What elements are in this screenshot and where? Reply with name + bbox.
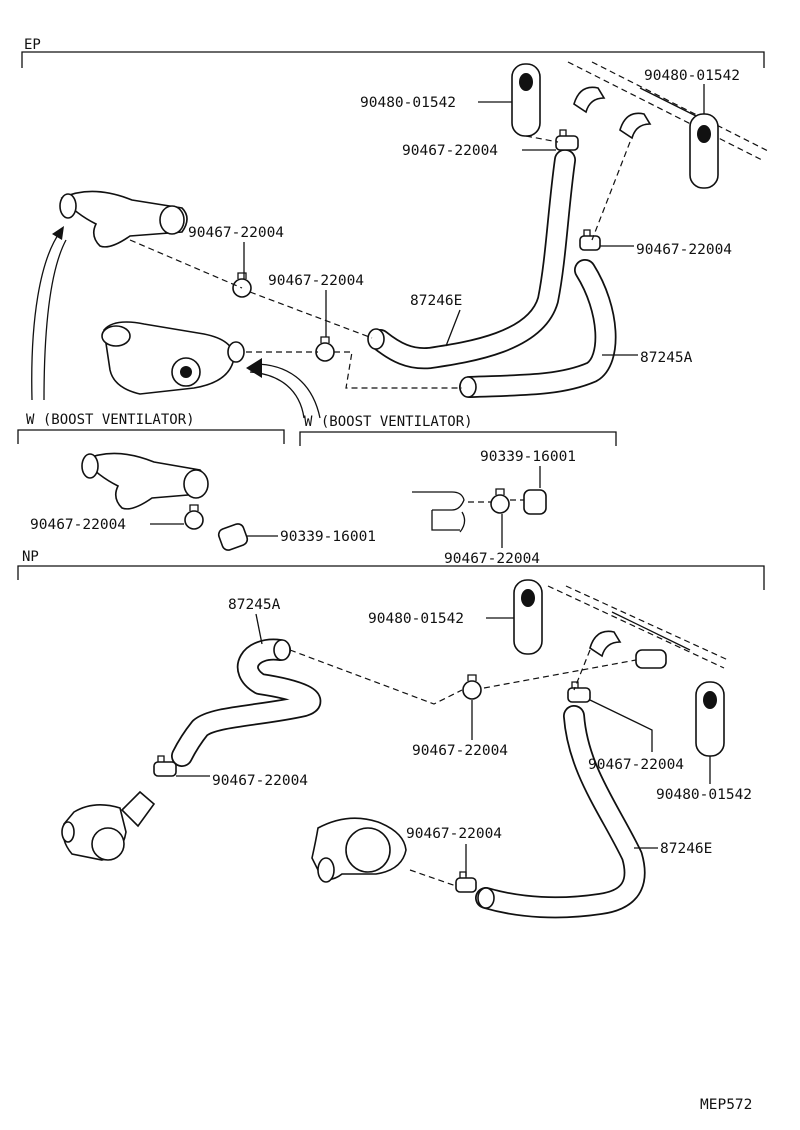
link-line	[591, 141, 631, 241]
link-line	[289, 649, 463, 705]
arrow-line	[253, 363, 321, 419]
section-np: NP	[17, 549, 765, 919]
section-label-ep: EP	[24, 37, 41, 53]
part-label: 90467-22004	[268, 273, 364, 289]
section-bracket-np	[17, 565, 765, 590]
leader-line	[445, 309, 461, 347]
link-line	[573, 649, 591, 691]
part-label: 87245A	[640, 350, 693, 366]
section-boost-left: W (BOOST VENTILATOR) 90467-22004 90339-1…	[17, 412, 376, 551]
part-label: 90467-22004	[412, 743, 508, 759]
part-label: 90467-22004	[188, 225, 284, 241]
elbow-pipe	[589, 630, 622, 658]
pipe-stub	[412, 491, 466, 533]
water-outlet	[81, 452, 209, 510]
figure-code: MEP572	[700, 1097, 752, 1113]
elbow-pipe	[619, 112, 652, 140]
part-label: 90480-01542	[656, 787, 752, 803]
arrow-line	[43, 239, 67, 401]
plug-icon	[217, 523, 249, 551]
grommet-icon	[689, 113, 719, 189]
link-line	[249, 291, 373, 339]
hose-87246e	[475, 705, 646, 919]
section-bracket-boost-right	[299, 431, 617, 446]
water-outlet	[311, 817, 407, 883]
clamp-icon	[462, 674, 482, 700]
link-line	[409, 869, 457, 887]
section-bracket-ep	[21, 51, 765, 68]
hose-87245a	[171, 638, 322, 767]
part-label: 90467-22004	[402, 143, 498, 159]
grommet-icon	[513, 579, 543, 655]
part-label: 90467-22004	[636, 242, 732, 258]
part-label: 90480-01542	[360, 95, 456, 111]
body-line-np-1	[547, 585, 725, 669]
plug-icon	[635, 649, 667, 669]
part-label: 90467-22004	[588, 757, 684, 773]
clamp-icon	[315, 336, 335, 362]
leader-line	[255, 613, 263, 645]
link-line	[525, 135, 559, 143]
body-line-ep-2	[591, 61, 771, 153]
part-label: 87246E	[410, 293, 462, 309]
part-label: 90467-22004	[444, 551, 540, 567]
part-label: 90480-01542	[368, 611, 464, 627]
clamp-icon	[153, 755, 177, 777]
hose-87245a	[459, 259, 617, 398]
section-label-boost-left: W (BOOST VENTILATOR)	[26, 412, 195, 428]
body-line-np-3	[611, 611, 691, 651]
link-line	[334, 351, 462, 389]
section-label-boost-right: W (BOOST VENTILATOR)	[304, 414, 473, 430]
water-inlet-housing	[101, 321, 245, 395]
grommet-icon	[511, 63, 541, 137]
arrow-line	[31, 231, 61, 401]
section-boost-right: W (BOOST VENTILATOR) 90339-16001 90467-2…	[299, 414, 617, 567]
part-label: 90339-16001	[280, 529, 376, 545]
body-line-ep-1	[567, 61, 763, 161]
water-outlet	[59, 190, 188, 248]
body-line-ep-3	[639, 87, 701, 119]
clamp-icon	[579, 229, 601, 251]
part-label: 90467-22004	[212, 773, 308, 789]
hose-87246e	[367, 149, 576, 370]
clamp-icon	[490, 488, 510, 514]
arrow-head	[52, 226, 64, 240]
part-label: 90339-16001	[480, 449, 576, 465]
elbow-pipe	[573, 86, 606, 114]
section-ep: EP	[21, 37, 771, 419]
water-inlet	[61, 790, 156, 861]
part-label: 90480-01542	[644, 68, 740, 84]
section-bracket-boost-left	[17, 429, 285, 444]
leader-line	[589, 699, 653, 752]
part-label: 90467-22004	[406, 826, 502, 842]
part-label: 87245A	[228, 597, 281, 613]
clamp-icon	[184, 504, 204, 530]
clamp-icon	[555, 129, 579, 151]
grommet-icon	[695, 681, 725, 757]
clamp-icon	[567, 681, 591, 703]
arrow-head	[246, 358, 262, 378]
part-label: 90467-22004	[30, 517, 126, 533]
plug-icon	[523, 489, 547, 515]
link-line	[129, 239, 243, 289]
part-label: 87246E	[660, 841, 712, 857]
link-line	[483, 659, 637, 689]
arrow-line	[249, 371, 305, 419]
section-label-np: NP	[22, 549, 39, 565]
